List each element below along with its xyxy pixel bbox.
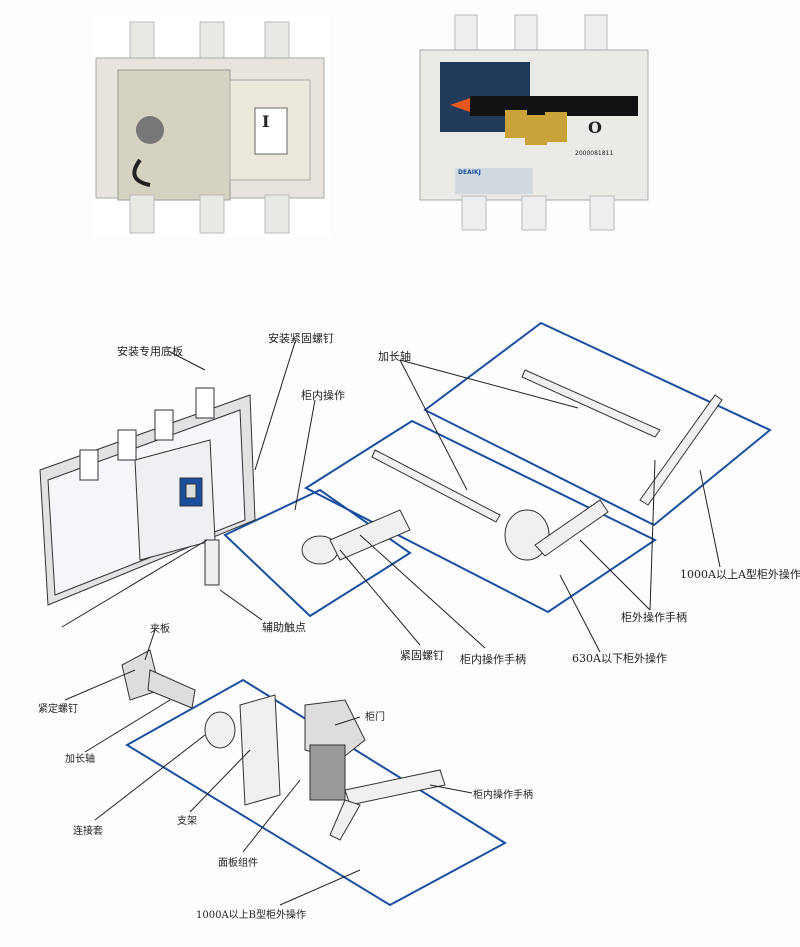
label-above-1000a-type-a: 1000A以上A型柜外操作 <box>680 568 800 581</box>
label-above-1000a-type-b: 1000A以上B型柜外操作 <box>196 910 307 921</box>
frame-1000a-type-a <box>423 321 772 527</box>
extension-shaft-a <box>521 369 661 438</box>
label-below-630a: 630A以下柜外操作 <box>572 652 667 665</box>
serial-number: 2000081811 <box>575 150 614 157</box>
switch-body <box>39 387 256 606</box>
handle-type-a <box>639 394 723 506</box>
inside-handle-b <box>344 769 446 806</box>
photo-switch-padlocked <box>419 14 649 231</box>
switch-off-symbol: O <box>588 118 602 137</box>
label-outside-handle: 柜外操作手柄 <box>621 611 687 624</box>
label-cabinet-door: 柜门 <box>365 712 385 723</box>
switch-on-symbol: I <box>262 112 270 131</box>
label-bracket: 支架 <box>177 816 197 827</box>
extension-shaft-630 <box>371 449 501 523</box>
frame-inside-operation <box>223 488 412 618</box>
frame-630a <box>303 419 657 614</box>
label-fastening-screw: 紧固螺钉 <box>400 649 444 662</box>
brand-label: DEAIKJ <box>458 169 481 176</box>
label-inside-operation: 柜内操作 <box>301 389 345 402</box>
frame-1000a-type-b <box>125 678 507 907</box>
label-inside-handle-bottom: 柜内操作手柄 <box>473 790 533 801</box>
bracket <box>239 694 281 806</box>
label-panel-assembly: 面板组件 <box>218 858 258 869</box>
label-mounting-base-plate: 安装专用底板 <box>117 345 183 358</box>
label-extension-shaft-bottom: 加长轴 <box>65 754 95 765</box>
label-mounting-screw: 安装紧固螺钉 <box>268 332 334 345</box>
label-auxiliary-contact: 辅助触点 <box>262 621 306 634</box>
photo-switch-open <box>93 15 330 238</box>
label-inside-handle-top: 柜内操作手柄 <box>460 653 526 666</box>
label-clamp-plate: 夹板 <box>150 624 170 635</box>
panel-assembly <box>309 744 346 801</box>
coupling-sleeve <box>204 711 236 749</box>
label-set-screw: 紧定螺钉 <box>38 704 78 715</box>
label-extension-shaft-top: 加长轴 <box>378 350 411 363</box>
label-coupling-sleeve: 连接套 <box>73 826 103 837</box>
